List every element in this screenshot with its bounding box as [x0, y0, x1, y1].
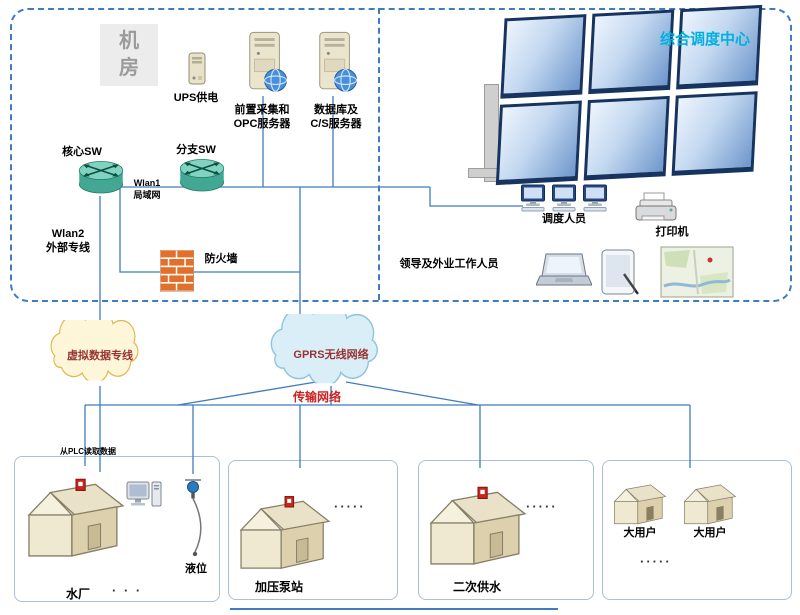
big-user-house-icon — [682, 476, 738, 526]
machine-room-title: 机 房 — [119, 30, 139, 79]
screen-wall-monitor — [671, 91, 758, 176]
vpn-cloud: 虚拟数据专线 — [50, 320, 150, 390]
firewall-label: 防火墙 — [204, 253, 238, 265]
database-server-icon — [314, 30, 358, 96]
map-image — [660, 246, 734, 298]
operator-pc-icon — [551, 184, 577, 212]
zone-divider — [378, 8, 380, 300]
wlan1-label-line2: 局域网 — [133, 190, 161, 200]
opc-server-label-line2: OPC服务器 — [233, 118, 291, 130]
transmission-network-label: 传输网络 — [292, 390, 341, 404]
opc-server-icon — [244, 30, 288, 96]
branch-switch-label: 分支SW — [176, 144, 216, 156]
opc-server-label-line1: 前置采集和 — [234, 104, 290, 116]
ups-icon — [188, 52, 206, 85]
screen-wall-monitor — [588, 9, 675, 95]
field-staff-label: 领导及外业工作人员 — [399, 258, 499, 270]
screen-wall-monitor — [495, 100, 582, 186]
machine-room-and-dispatch-border — [10, 8, 792, 302]
gprs-cloud: GPRS无线网络 — [270, 314, 392, 394]
pump-station-house-icon — [236, 486, 334, 572]
ups-label: UPS供电 — [173, 92, 219, 104]
pump-station-label: 加压泵站 — [254, 580, 303, 594]
firewall-icon — [160, 250, 194, 292]
screen-wall-monitor — [500, 14, 587, 99]
operators-label: 调度人员 — [542, 213, 586, 225]
pump-station-dots: ····· — [334, 499, 366, 514]
big-user2-label: 大用户 — [693, 527, 727, 539]
screen-wall-monitor — [583, 95, 670, 181]
machine-room-title-panel: 机 房 — [100, 24, 158, 86]
water-plant-label: 水厂 — [65, 587, 90, 601]
database-server-label-line1: 数据库及 — [314, 104, 358, 116]
big-user1-label: 大用户 — [623, 527, 657, 539]
tablet-with-pen-icon — [601, 249, 639, 295]
printer-icon — [635, 192, 677, 221]
big-users-box — [602, 460, 792, 600]
big-user-house-icon — [612, 476, 668, 526]
gprs-cloud-label: GPRS无线网络 — [293, 349, 369, 361]
branch-switch-icon — [178, 158, 226, 194]
plc-computer-icon — [126, 481, 162, 507]
dispatch-center-title: 综合调度中心 — [659, 31, 750, 48]
core-switch-label: 核心SW — [62, 146, 102, 158]
secondary-supply-box — [418, 460, 594, 600]
water-plant-dots: · · · — [112, 583, 143, 598]
water-plant-box — [14, 456, 220, 602]
wlan1-label-line1: Wlan1 — [133, 178, 161, 188]
core-switch-icon — [77, 160, 125, 196]
laptop-icon — [536, 253, 592, 286]
secondary-supply-house-icon — [426, 476, 530, 568]
water-plant-house-icon — [24, 468, 128, 560]
vpn-cloud-label: 虚拟数据专线 — [67, 350, 133, 362]
pump-station-box — [228, 460, 398, 600]
liquid-level-sensor-icon — [185, 479, 202, 557]
secondary-supply-dots: ····· — [526, 499, 558, 514]
database-server-label-line2: C/S服务器 — [310, 118, 362, 130]
wlan2-label-line2: 外部专线 — [46, 242, 90, 254]
wlan2-label-line1: Wlan2 — [51, 228, 85, 240]
plc-note: 从PLC读取数据 — [60, 447, 116, 456]
printer-label: 打印机 — [655, 226, 689, 238]
operator-pc-icon — [582, 184, 608, 212]
operator-pc-icon — [520, 184, 546, 212]
big-user-dots: ····· — [640, 554, 672, 569]
secondary-supply-label: 二次供水 — [452, 580, 501, 594]
liquid-level-label: 液位 — [185, 563, 207, 575]
